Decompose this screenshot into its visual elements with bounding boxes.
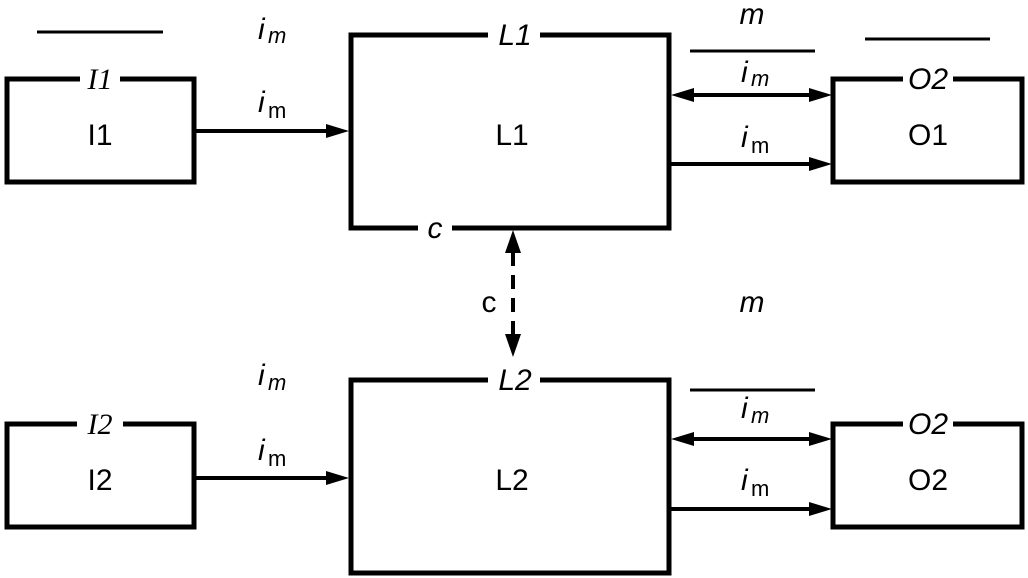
svg-text:m: m [751,66,769,91]
block-o2: O2 O2 [830,408,1025,530]
label-im-i2-arrow: i m [258,434,286,471]
link-l1-l2-dashed: c [482,230,521,357]
label-im-l2-bidir: i m [741,392,769,428]
arrowhead-icon [809,157,832,171]
svg-text:i: i [741,56,749,89]
block-i2-title: I2 [87,408,113,441]
svg-text:i: i [258,13,266,46]
block-i1: I1 I1 [4,63,197,185]
arrowhead-icon [326,124,349,138]
svg-text:i: i [258,359,266,392]
label-im-i1-arrow: i m [258,86,286,123]
block-l1-bottom-label: c [428,212,443,245]
arrowhead-icon [809,502,832,516]
block-i2-label: I2 [87,464,112,497]
label-im-l1-bidir: i m [741,56,769,91]
arrowhead-icon [671,88,694,102]
svg-text:i: i [258,434,266,467]
svg-text:m: m [751,133,769,158]
label-m-middle: m [740,286,765,319]
block-o2-title: O2 [908,408,948,441]
label-im-l2-o2: i m [741,464,769,501]
link-label-c: c [482,286,497,319]
label-m-top: m [740,0,765,31]
svg-text:i: i [258,86,266,119]
arrowhead-icon [671,432,694,446]
arrow-l1-to-o1 [669,157,832,171]
label-im-l1-o1: i m [741,121,769,158]
svg-text:i: i [741,121,749,154]
arrow-i1-to-l1 [194,124,349,138]
svg-text:m: m [751,476,769,501]
block-i1-title: I1 [87,63,113,96]
block-o1-title: O2 [908,63,948,96]
svg-text:m: m [751,403,769,428]
arrowhead-icon [505,334,521,357]
block-o2-label: O2 [908,464,948,497]
block-o1: O2 O1 [830,63,1025,185]
arrowhead-icon [809,432,832,446]
svg-text:m: m [268,98,286,123]
svg-text:i: i [741,392,749,425]
block-o1-label: O1 [908,119,948,152]
block-l2-title: L2 [498,364,532,397]
block-l1-label: L1 [495,119,528,152]
arrow-l1-o1-bidirectional [671,88,832,102]
arrowhead-icon [809,88,832,102]
arrowhead-icon [505,230,521,253]
label-im-top-left: i m [258,13,286,48]
label-im-bottom-left: i m [258,359,286,395]
block-l1: L1 c L1 [348,19,672,245]
svg-text:m: m [268,370,286,395]
block-l2: L2 L2 [348,364,672,576]
svg-text:m: m [268,23,286,48]
block-i1-label: I1 [87,119,112,152]
svg-text:m: m [268,446,286,471]
arrow-i2-to-l2 [194,471,349,485]
block-i2: I2 I2 [4,408,197,530]
arrow-l2-o2-bidirectional [671,432,832,446]
arrow-l2-to-o2 [669,502,832,516]
svg-text:i: i [741,464,749,497]
block-l2-label: L2 [495,464,528,497]
block-l1-title: L1 [498,19,531,52]
arrowhead-icon [326,471,349,485]
